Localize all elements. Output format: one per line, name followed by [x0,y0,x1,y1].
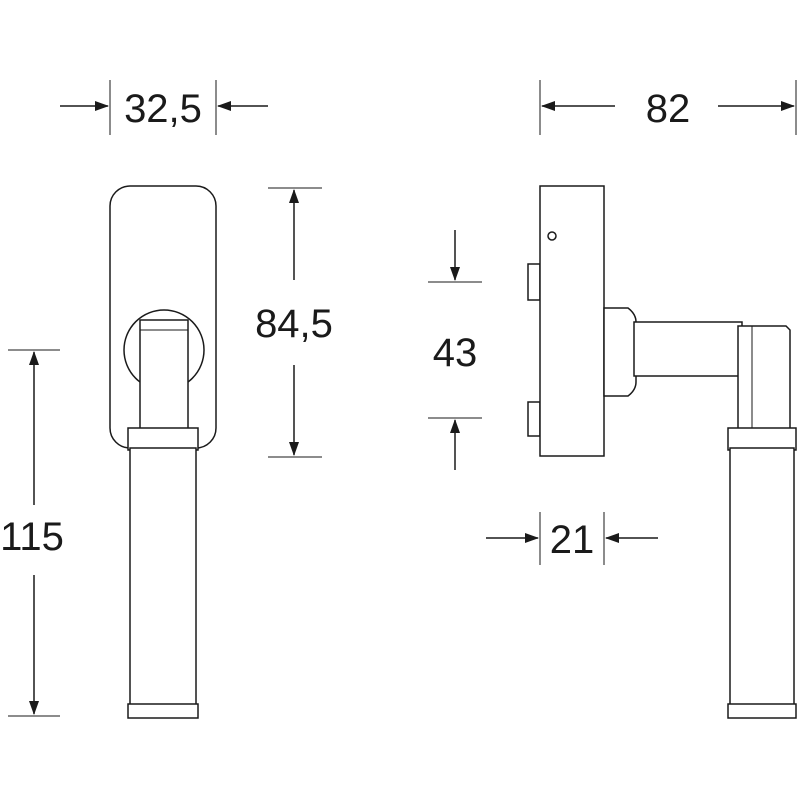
dim-side-rose-depth: 21 [486,512,658,565]
side-lever-grip [729,447,795,707]
dim-front-lever-height: 115 [0,349,64,717]
dim-side-fixing-distance: 43 [428,230,482,470]
side-lever-endcap [727,703,797,719]
side-lever-collar [727,427,797,451]
side-shank [633,321,743,377]
dim-side-projection: 82 [539,80,797,135]
side-neck-boss [603,307,637,397]
front-lever-grip [129,447,197,707]
side-grub-screw [547,231,557,241]
dim-side-rose-depth-label: 21 [550,518,595,562]
side-elbow [737,325,791,431]
dim-front-width-label: 32,5 [124,87,202,131]
front-lever-collar [127,427,199,451]
dim-front-lever-height-label: 115 [0,515,64,559]
dim-front-rose-height-label: 84,5 [255,302,333,346]
side-view [527,185,797,719]
side-rose-body [539,185,605,457]
side-fixing-lug-top [527,263,541,301]
dim-side-fixing-distance-label: 43 [433,331,478,375]
front-view [109,185,217,719]
front-square-spindle [139,319,189,431]
dim-side-projection-label: 82 [646,87,691,131]
dim-front-rose-height: 84,5 [255,187,333,458]
front-lever-endcap [127,703,199,719]
dim-front-width: 32,5 [60,80,268,135]
side-fixing-lug-bottom [527,401,541,437]
